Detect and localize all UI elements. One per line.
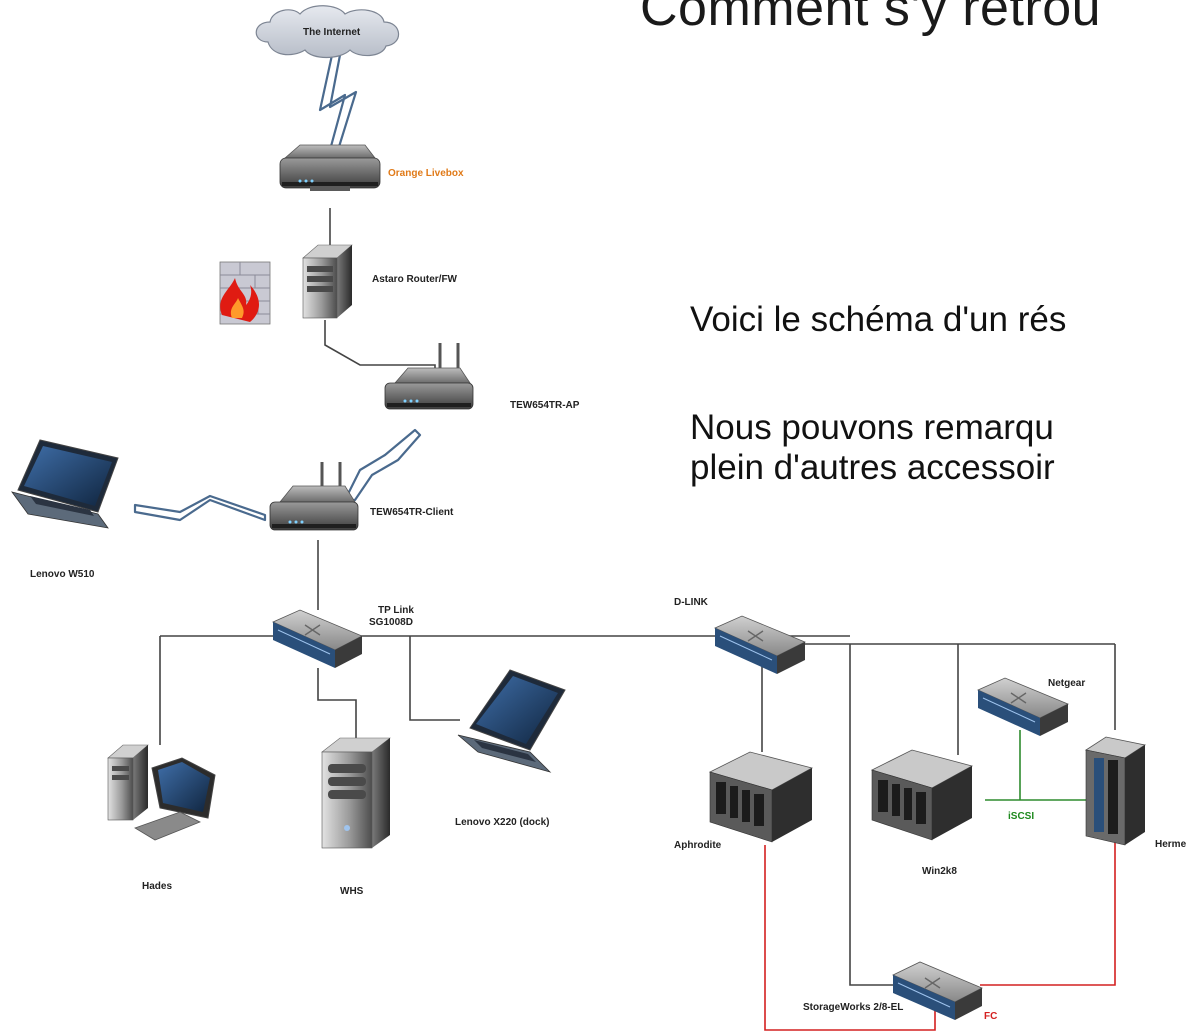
router-icon-livebox [279,144,381,191]
label-aphrodite: Aphrodite [674,840,722,851]
router-icon-tew-client [269,462,359,531]
wireless-links [133,53,422,522]
label-storageworks: StorageWorks 2/8-EL [803,1002,904,1013]
wireless-bolt-internet [318,53,358,152]
switch-icon-dlink [714,615,806,674]
label-iscsi: iSCSI [1008,811,1035,822]
slide-paragraph-2-line-2: plein d'autres accessoir [690,448,1055,487]
switch-icon-storageworks [892,961,983,1020]
server-icon-win2k8 [870,749,974,841]
server-icon-aphrodite [708,751,814,843]
label-hades: Hades [142,881,173,892]
wireless-bolt-ap-client [343,428,422,502]
label-lenovo-w510: Lenovo W510 [30,569,95,580]
server-icon-hermes [1084,736,1147,846]
label-dlink: D-LINK [674,597,708,608]
label-tew-ap: TEW654TR-AP [510,400,580,411]
wireless-bolt-w510 [133,494,267,522]
label-whs: WHS [340,886,364,897]
firewall-icon [219,261,271,325]
switch-icon-tplink [272,609,363,668]
label-internet: The Internet [303,27,361,38]
label-tplink-line2: SG1008D [369,617,413,628]
iscsi-links [985,730,1088,801]
server-icon-astaro [302,244,353,319]
internet-cloud-icon [255,5,400,59]
label-fc: FC [984,1011,998,1022]
label-astaro: Astaro Router/FW [372,274,457,285]
slide-title: Comment s'y retrou [640,0,1102,37]
label-lenovo-x220: Lenovo X220 (dock) [455,817,550,828]
label-netgear: Netgear [1048,678,1086,689]
slide-paragraph-2-line-1: Nous pouvons remarqu [690,408,1054,447]
desktop-icon-hades [107,744,216,841]
laptop-icon-w510 [11,439,119,529]
ethernet-links [159,208,1116,986]
label-tew-client: TEW654TR-Client [370,507,454,518]
switch-icon-netgear [977,677,1069,736]
server-icon-whs [321,737,391,849]
label-hermes: Herme [1155,839,1187,850]
label-tplink-line1: TP Link [378,605,414,616]
fc-links [764,842,1116,1031]
router-icon-tew-ap [384,343,474,410]
slide-paragraph-1: Voici le schéma d'un rés [690,300,1067,339]
label-livebox: Orange Livebox [388,168,464,179]
laptop-icon-x220 [457,669,566,773]
label-win2k8: Win2k8 [922,866,957,877]
